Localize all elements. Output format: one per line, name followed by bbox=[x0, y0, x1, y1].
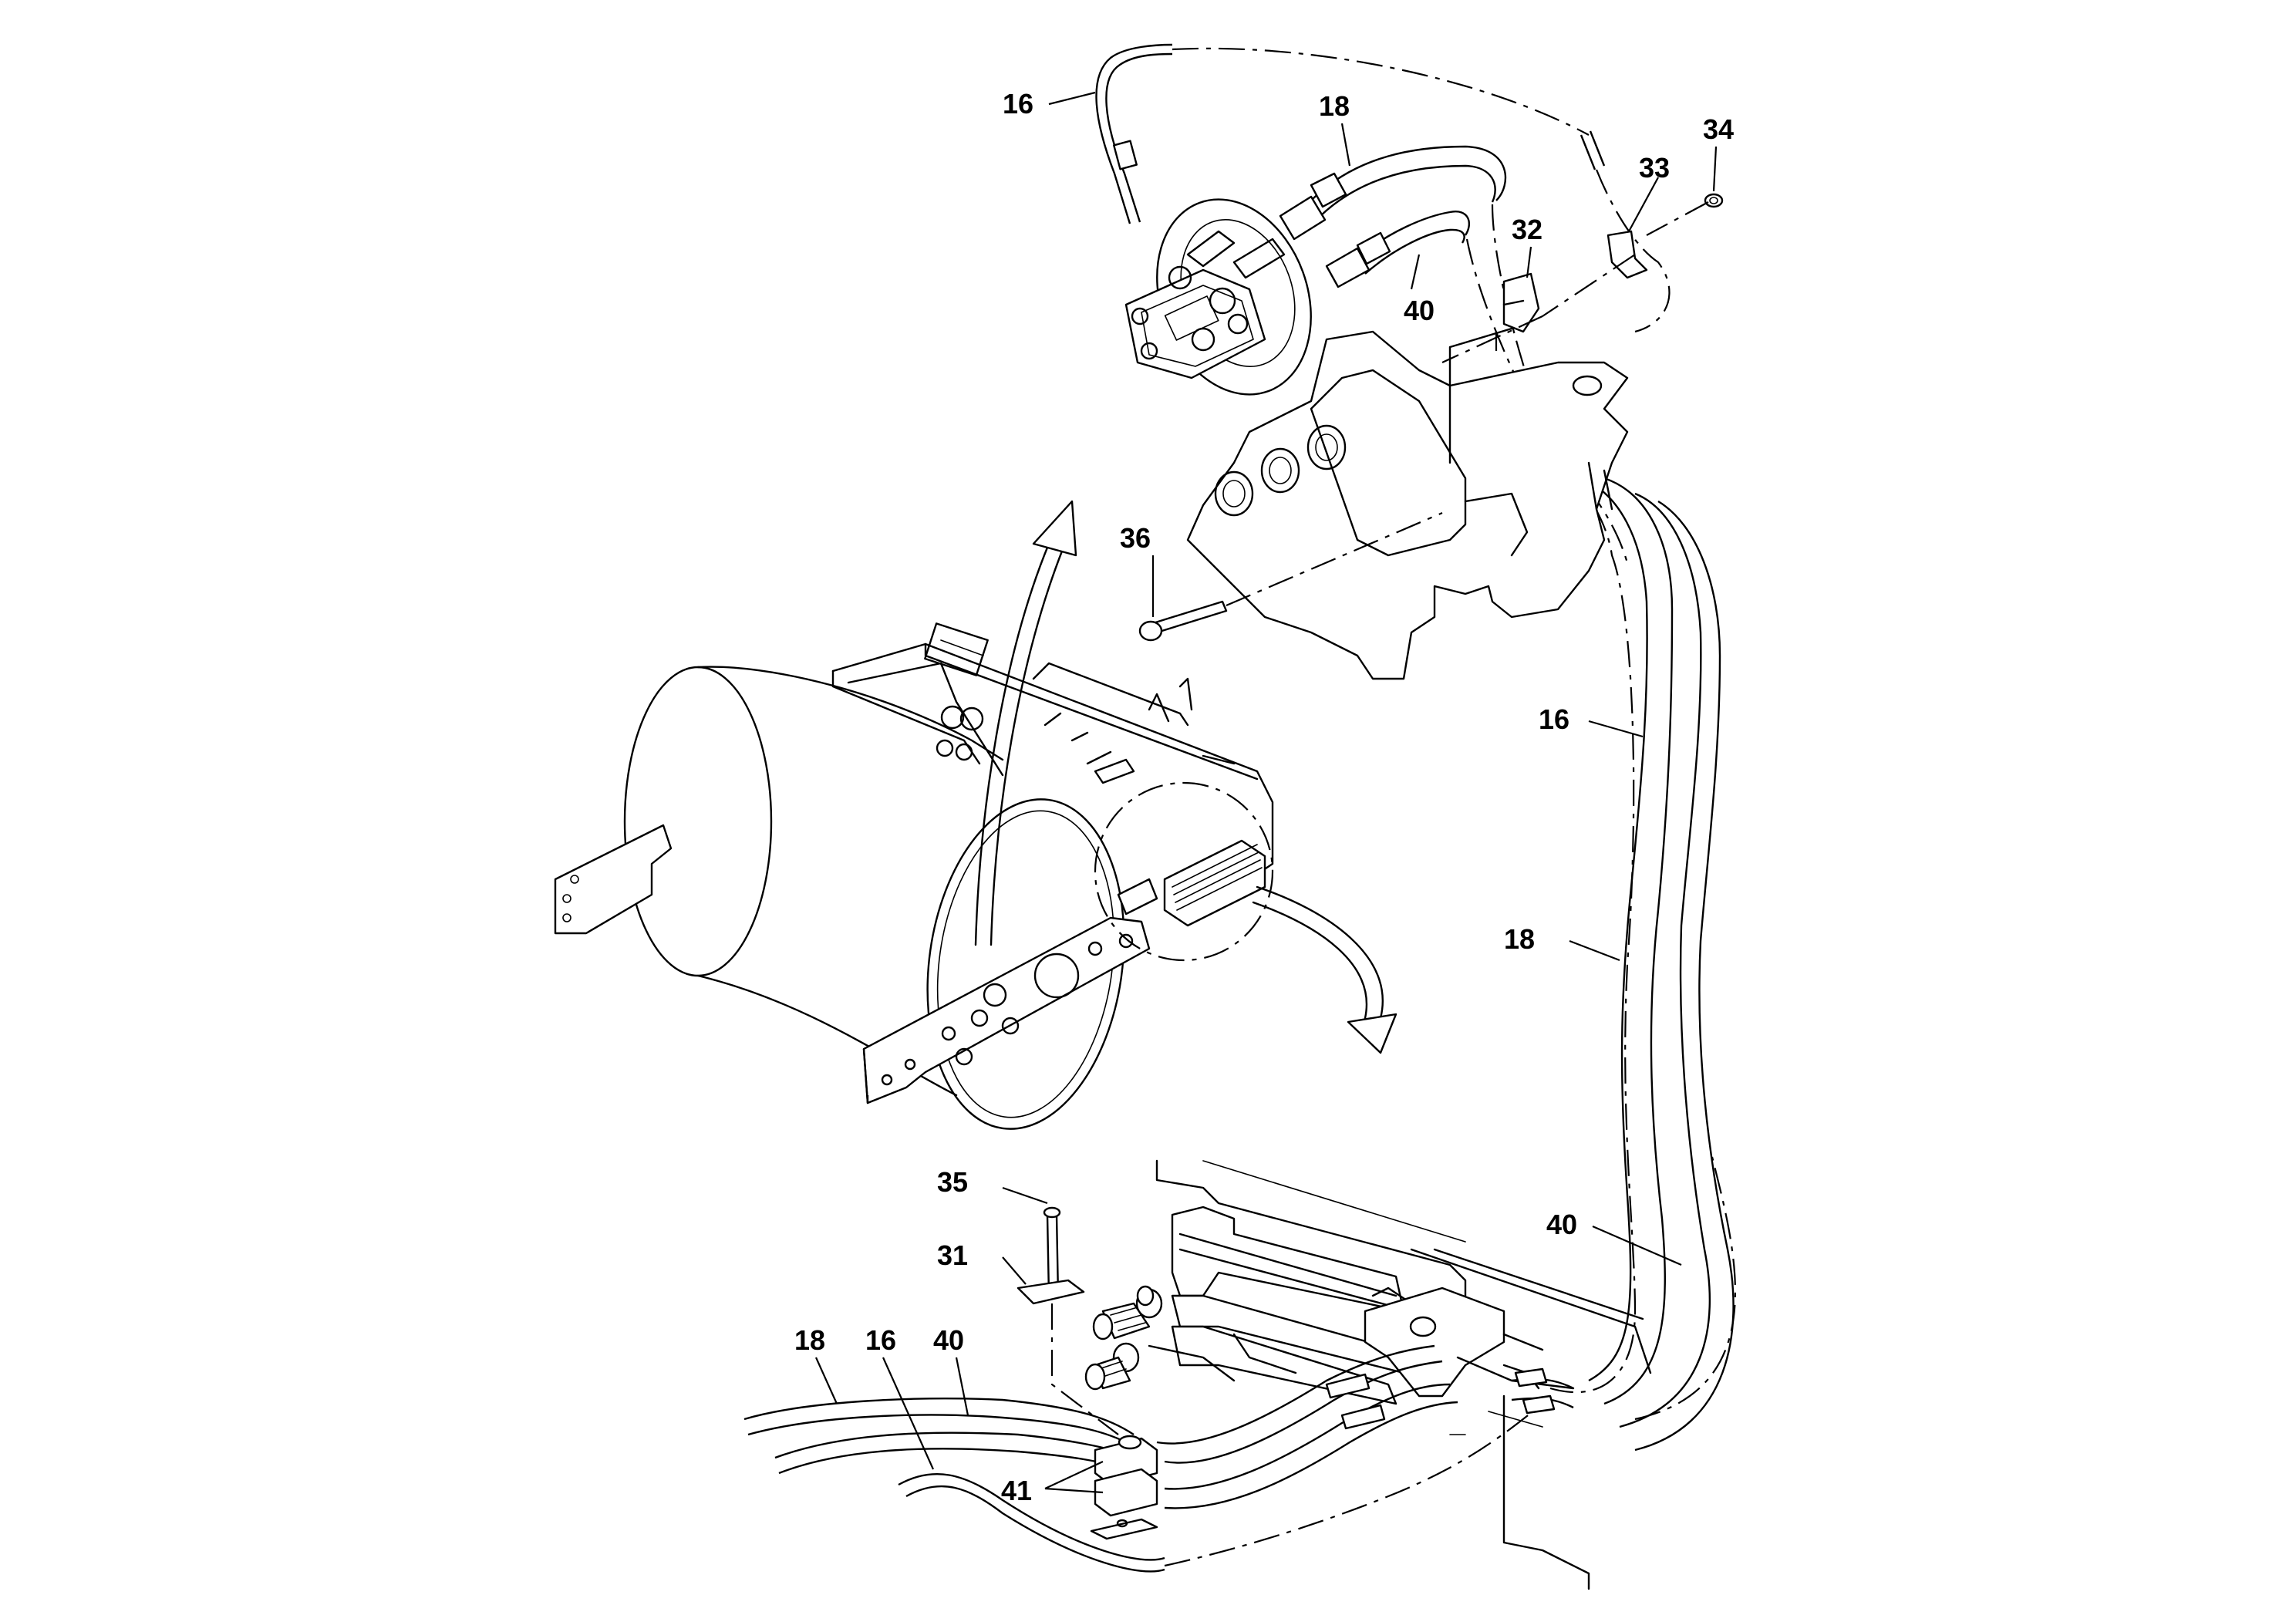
callouts: 16 18 40 32 33 34 36 16 18 40 35 31 18 1… bbox=[794, 88, 1734, 1506]
hoses-bottom bbox=[743, 1344, 1574, 1573]
callout-40-bottom: 40 bbox=[933, 1324, 964, 1356]
drum-assembly bbox=[554, 622, 1274, 1130]
callout-40-right: 40 bbox=[1546, 1209, 1577, 1240]
clamp-41 bbox=[1090, 1435, 1158, 1540]
callout-18-bottom: 18 bbox=[794, 1324, 825, 1356]
clip-32 bbox=[1502, 272, 1540, 333]
callout-16-bottom: 16 bbox=[865, 1324, 896, 1356]
drum-motor-detail bbox=[1124, 198, 1312, 396]
hose-18-top bbox=[1279, 145, 1507, 241]
callout-33: 33 bbox=[1639, 152, 1670, 184]
callout-16-top: 16 bbox=[1003, 88, 1033, 120]
plate-31 bbox=[1017, 1279, 1119, 1435]
callout-32: 32 bbox=[1512, 214, 1542, 245]
callout-18-top: 18 bbox=[1319, 90, 1350, 122]
callout-18-right: 18 bbox=[1504, 923, 1535, 955]
frame-bracket-top bbox=[1186, 322, 1629, 680]
callout-35: 35 bbox=[937, 1166, 968, 1198]
bolt-36 bbox=[1138, 511, 1443, 642]
reference-arrow-down bbox=[1252, 885, 1397, 1054]
detail-circle bbox=[1094, 781, 1274, 962]
callout-16-right: 16 bbox=[1539, 703, 1569, 735]
reference-arrow-up bbox=[974, 500, 1077, 946]
hose-16-top bbox=[1095, 43, 1671, 333]
callout-31: 31 bbox=[937, 1239, 968, 1271]
hose-40-top bbox=[1325, 211, 1471, 288]
clip-33 bbox=[1607, 230, 1648, 279]
washer-34 bbox=[1704, 193, 1724, 208]
callout-40-top: 40 bbox=[1404, 295, 1435, 326]
callout-41: 41 bbox=[1001, 1475, 1032, 1506]
callout-36: 36 bbox=[1120, 522, 1151, 554]
leader-lines bbox=[814, 91, 1718, 1494]
callout-34: 34 bbox=[1703, 113, 1734, 145]
